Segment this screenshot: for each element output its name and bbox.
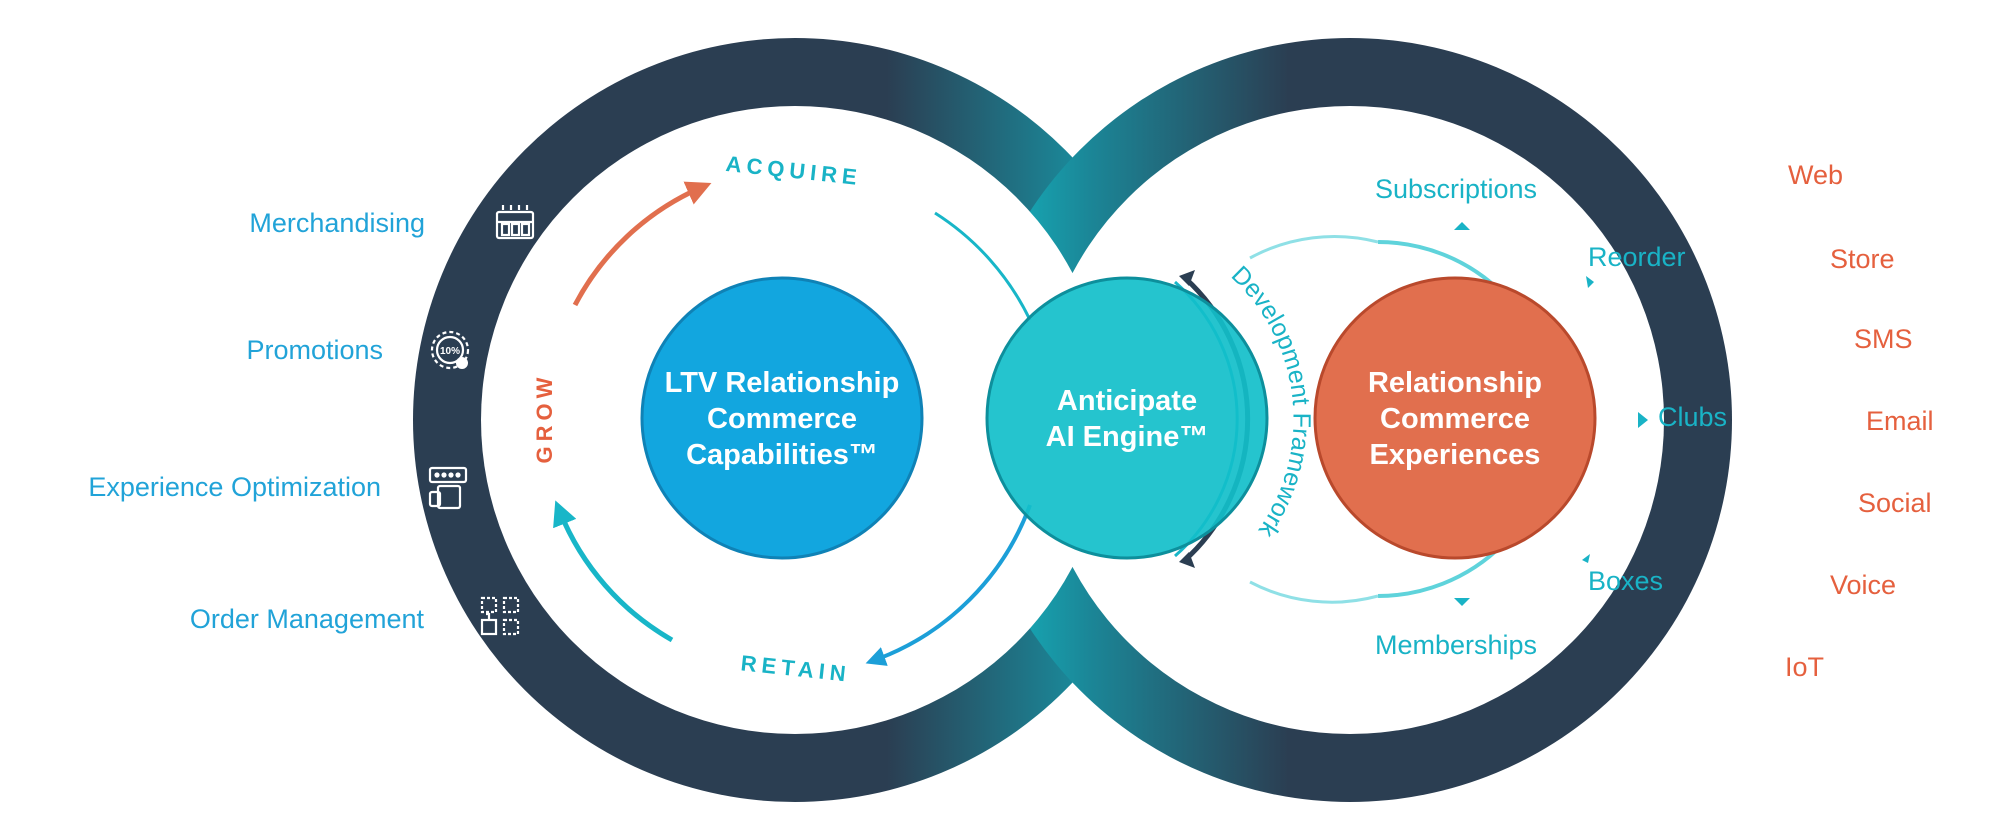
experiences-circle-shape [1313,276,1597,560]
subscriptions-label: Subscriptions [1375,174,1537,204]
sms-icon-text: SMS [1781,327,1803,338]
channel-label-sms: SMS [1854,324,1913,354]
clubs-label: Clubs [1658,402,1727,432]
framework-arrow-bottom [1179,552,1195,568]
capability-labels: Merchandising Promotions Experience Opti… [88,208,425,634]
capability-label-promotions: Promotions [246,335,383,365]
ltv-title-line-2: Commerce [707,403,857,435]
experiences-circle: Relationship Commerce Experiences [1313,276,1597,560]
retain-to-grow-arrow [553,500,674,643]
experiences-title-line-3: Experiences [1370,439,1541,471]
ai-engine-circle: Anticipate AI Engine™ [985,276,1269,560]
experience-arc-bottom [1249,580,1379,604]
discount-badge-icon: 10% [430,330,470,370]
reorder-label: Reorder [1588,242,1686,272]
engine-to-retain-arrow [865,504,1032,666]
reorder-marker [1586,276,1594,288]
voice-icon [1739,560,1785,591]
ltv-capabilities-circle: LTV Relationship Commerce Capabilities™ [640,276,924,560]
channel-label-store: Store [1830,244,1895,274]
experiences-title-line-1: Relationship [1368,367,1542,399]
memberships-marker [1454,598,1470,606]
order-grid-icon [480,596,520,636]
experiences-title-line-2: Commerce [1380,403,1530,435]
merchandising-shelf-icon [495,205,535,240]
grow-to-acquire-arrow [572,181,712,307]
subscriptions-marker [1454,222,1470,230]
facebook-icon [1788,468,1814,520]
experience-arc-top [1249,234,1379,260]
channel-label-web: Web [1788,160,1843,190]
storefront-icon [1740,234,1784,274]
channel-label-social: Social [1858,488,1932,518]
optimization-screen-icon [428,466,468,510]
capability-label-order-management: Order Management [190,604,425,634]
sms-bubble-icon: SMS [1770,316,1814,353]
capability-label-merchandising: Merchandising [249,208,425,238]
ltv-title-line-1: LTV Relationship [665,367,900,399]
ltv-circle-shape [640,276,924,560]
capability-icons: 10% [428,205,535,636]
framework-arrow-top [1179,270,1195,286]
lifecycle-arrows [553,181,1032,666]
experience-types: Subscriptions Reorder Clubs Boxes Member… [1375,174,1727,660]
channel-icons: SMS [1694,149,1824,688]
ltv-title-line-3: Capabilities™ [686,439,878,471]
smart-home-icon [1694,638,1732,688]
grow-label: GROW [532,373,557,464]
boxes-marker [1582,554,1590,563]
capability-label-experience-optimization: Experience Optimization [88,472,381,502]
channel-label-voice: Voice [1830,570,1896,600]
memberships-label: Memberships [1375,630,1537,660]
svg-text:10%: 10% [440,346,460,357]
mouse-icon [1703,149,1732,195]
boxes-label: Boxes [1588,566,1663,596]
engine-title-line-1: Anticipate [1057,385,1197,417]
clubs-marker [1638,412,1648,428]
channel-label-email: Email [1866,406,1934,436]
engine-title-line-2: AI Engine™ [1046,421,1209,453]
channel-labels: Web Store SMS Email Social Voice IoT [1785,160,1934,682]
acquire-arc [934,211,1032,321]
channel-label-iot: IoT [1785,652,1824,682]
envelope-icon [1780,402,1824,434]
engine-circle-shape [985,276,1269,560]
